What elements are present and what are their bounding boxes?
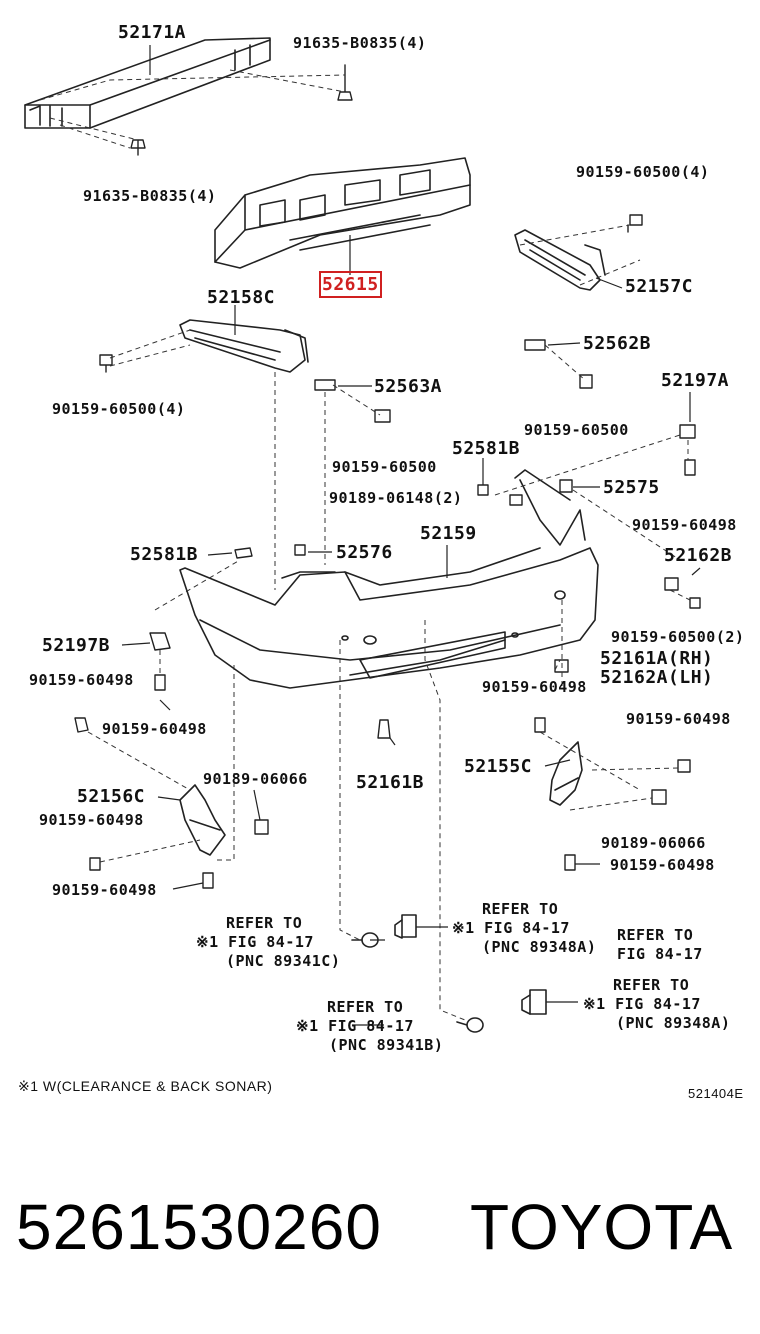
refer-89348A-2: REFER TO ※1 FIG 84-17 (PNC 89348A) [583, 976, 730, 1033]
refer-89348A-1: REFER TO ※1 FIG 84-17 (PNC 89348A) [452, 900, 596, 957]
label-52581B-left: 52581B [130, 544, 199, 565]
refer-89341B: REFER TO ※1 FIG 84-17 (PNC 89341B) [296, 998, 443, 1055]
refer-89341B-line3: (PNC 89341B) [329, 1036, 444, 1054]
label-90159-60498-mid: 90159-60498 [482, 678, 587, 696]
label-52581B-top: 52581B [452, 438, 521, 459]
label-90159-60500-4-top: 90159-60500(4) [576, 163, 710, 181]
label-90189-06148: 90189-06148(2) [329, 489, 463, 507]
label-52197B: 52197B [42, 635, 111, 656]
label-90189-06066-right: 90189-06066 [601, 834, 706, 852]
refer-89341C-line1: REFER TO [226, 914, 303, 932]
diagram-code: 521404E [688, 1086, 744, 1101]
label-90159-60500-mid: 90159-60500 [332, 458, 437, 476]
label-90159-60498-l1: 90159-60498 [29, 671, 134, 689]
refer-89341C-line2: ※1 FIG 84-17 [196, 933, 314, 951]
label-90159-60500-right: 90159-60500 [524, 421, 629, 439]
label-52563A: 52563A [374, 376, 443, 397]
label-90159-60498-r1: 90159-60498 [632, 516, 737, 534]
solid-leaders [121, 45, 701, 1026]
refer-89348A-1-line2: ※1 FIG 84-17 [452, 919, 570, 937]
sensor-holder-89348A-2 [521, 989, 547, 1015]
refer-89348A-1-line1: REFER TO [482, 900, 559, 918]
label-52161B: 52161B [356, 772, 425, 793]
refer-89341B-line1: REFER TO [327, 998, 404, 1016]
label-52159: 52159 [420, 523, 477, 544]
bumper-cover-52159 [179, 469, 599, 689]
label-52575: 52575 [603, 477, 660, 498]
absorber-52615 [214, 157, 471, 269]
label-90159-60498-r2: 90159-60498 [626, 710, 731, 728]
refer-89341C-line3: (PNC 89341C) [226, 952, 341, 970]
label-52161A: 52161A(RH) [600, 648, 714, 669]
refer-89341B-line2: ※1 FIG 84-17 [296, 1017, 414, 1035]
label-90159-60498-r3: 90159-60498 [610, 856, 715, 874]
refer-89348A-2-line3: (PNC 89348A) [616, 1014, 731, 1032]
refer-89341C: REFER TO ※1 FIG 84-17 (PNC 89341C) [196, 914, 341, 971]
refer-89348A-2-line1: REFER TO [613, 976, 690, 994]
bracket-52158C [179, 319, 309, 373]
label-90159-60500-4-left: 90159-60500(4) [52, 400, 186, 418]
refer-fig-84-17: REFER TO FIG 84-17 [617, 926, 703, 964]
label-52157C: 52157C [625, 276, 694, 297]
refer-89348A-1-line3: (PNC 89348A) [482, 938, 597, 956]
refer-fig-line1: REFER TO [617, 926, 694, 944]
label-52162A: 52162A(LH) [600, 667, 714, 688]
label-52576: 52576 [336, 542, 393, 563]
label-52156C: 52156C [77, 786, 146, 807]
label-52615-highlighted: 52615 [319, 271, 382, 298]
sensor-holder-89348A-1 [394, 914, 417, 939]
part-number: 5261530260 [16, 1191, 382, 1263]
label-90159-60500-2: 90159-60500(2) [611, 628, 745, 646]
parts-diagram: 52171A 91635-B0835(4) 91635-B0835(4) 901… [18, 22, 745, 1101]
bracket-52155C [549, 741, 583, 806]
refer-fig-line2: FIG 84-17 [617, 945, 703, 963]
brand-name: TOYOTA [470, 1191, 734, 1263]
label-52562B: 52562B [583, 333, 652, 354]
label-52197A: 52197A [661, 370, 730, 391]
parts-drawing [24, 37, 701, 1033]
refer-89348A-2-line2: ※1 FIG 84-17 [583, 995, 701, 1013]
label-52171A: 52171A [118, 22, 187, 43]
label-90159-60498-l3: 90159-60498 [39, 811, 144, 829]
label-52162B: 52162B [664, 545, 733, 566]
label-52158C: 52158C [207, 287, 276, 308]
footnote: ※1 W(CLEARANCE & BACK SONAR) [18, 1078, 273, 1094]
bracket-52156C [179, 784, 226, 856]
label-91635-b0835-left: 91635-B0835(4) [83, 187, 217, 205]
sensor-89341B [456, 1017, 484, 1033]
reinforcement-52171A [24, 37, 271, 129]
label-90159-60498-l4: 90159-60498 [52, 881, 157, 899]
label-52155C: 52155C [464, 756, 533, 777]
label-90159-60498-l2: 90159-60498 [102, 720, 207, 738]
label-90189-06066-left: 90189-06066 [203, 770, 308, 788]
label-91635-b0835-top: 91635-B0835(4) [293, 34, 427, 52]
bracket-52157C [514, 229, 606, 291]
leader-lines [39, 69, 691, 1021]
